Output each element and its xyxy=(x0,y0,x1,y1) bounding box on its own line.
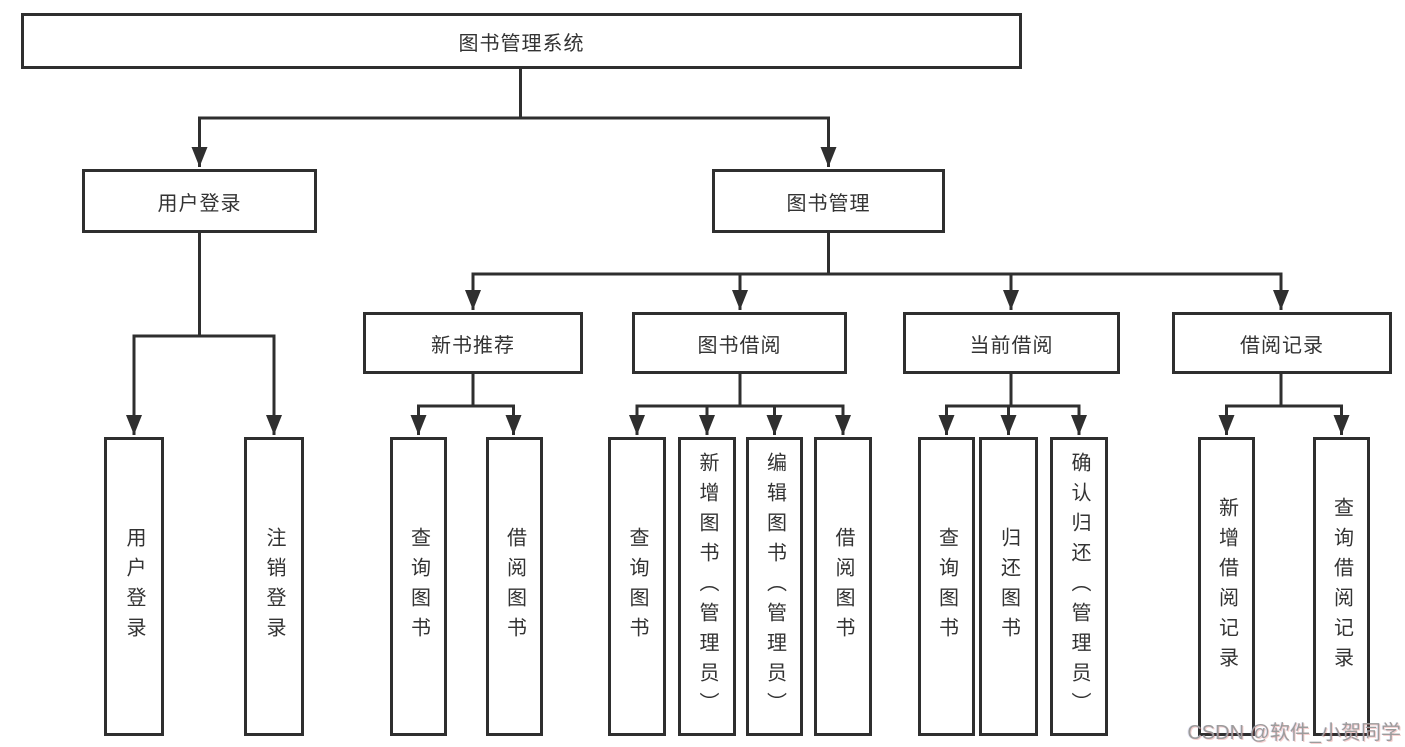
connector-segments xyxy=(132,67,1343,408)
leaf-query-books-recommend: 查询图书 xyxy=(390,437,447,736)
leaf-borrow-books-recommend: 借阅图书 xyxy=(486,437,543,736)
leaf-user-login-label: 用户登录 xyxy=(123,526,145,647)
leaf-return-books-label: 归还图书 xyxy=(997,526,1020,647)
leaf-add-books-admin-label: 新增图书（管理员） xyxy=(696,451,718,722)
node-root-system: 图书管理系统 xyxy=(21,13,1022,69)
leaf-query-books-current: 查询图书 xyxy=(918,437,975,736)
leaf-query-borrow-record-label: 查询借阅记录 xyxy=(1330,496,1353,677)
node-current-borrowing: 当前借阅 xyxy=(903,312,1120,374)
node-book-management-label: 图书管理 xyxy=(786,192,871,215)
node-user-login-group-label: 用户登录 xyxy=(157,192,242,215)
leaf-return-books: 归还图书 xyxy=(979,437,1038,736)
leaf-confirm-return-admin-label: 确认归还（管理员） xyxy=(1068,451,1090,722)
leaf-query-books-recommend-label: 查询图书 xyxy=(407,526,430,647)
node-book-borrowing: 图书借阅 xyxy=(632,312,847,374)
leaf-logout: 注销登录 xyxy=(244,437,304,736)
leaf-edit-books-admin: 编辑图书（管理员） xyxy=(746,437,803,736)
node-book-borrowing-label: 图书借阅 xyxy=(697,334,782,357)
leaf-query-books-current-label: 查询图书 xyxy=(935,526,958,647)
leaf-edit-books-admin-label: 编辑图书（管理员） xyxy=(763,451,786,722)
node-book-management: 图书管理 xyxy=(712,169,945,233)
leaf-borrow-books-borrowing: 借阅图书 xyxy=(814,437,872,736)
leaf-logout-label: 注销登录 xyxy=(263,526,285,647)
node-borrow-records-label: 借阅记录 xyxy=(1240,334,1324,357)
node-borrow-records: 借阅记录 xyxy=(1172,312,1392,374)
node-new-book-recommend: 新书推荐 xyxy=(363,312,583,374)
leaf-add-borrow-record: 新增借阅记录 xyxy=(1198,437,1255,736)
leaf-add-books-admin: 新增图书（管理员） xyxy=(678,437,736,736)
leaf-borrow-books-recommend-label: 借阅图书 xyxy=(503,526,526,647)
leaf-confirm-return-admin: 确认归还（管理员） xyxy=(1050,437,1108,736)
leaf-user-login: 用户登录 xyxy=(104,437,164,736)
leaf-add-borrow-record-label: 新增借阅记录 xyxy=(1215,496,1238,677)
leaf-query-books-borrowing: 查询图书 xyxy=(608,437,666,736)
leaf-borrow-books-borrowing-label: 借阅图书 xyxy=(832,526,854,647)
node-user-login-group: 用户登录 xyxy=(82,169,317,233)
leaf-query-borrow-record: 查询借阅记录 xyxy=(1313,437,1370,736)
node-current-borrowing-label: 当前借阅 xyxy=(969,334,1054,357)
node-new-book-recommend-label: 新书推荐 xyxy=(431,334,515,357)
leaf-query-books-borrowing-label: 查询图书 xyxy=(626,526,648,647)
node-root-system-label: 图书管理系统 xyxy=(458,32,585,55)
